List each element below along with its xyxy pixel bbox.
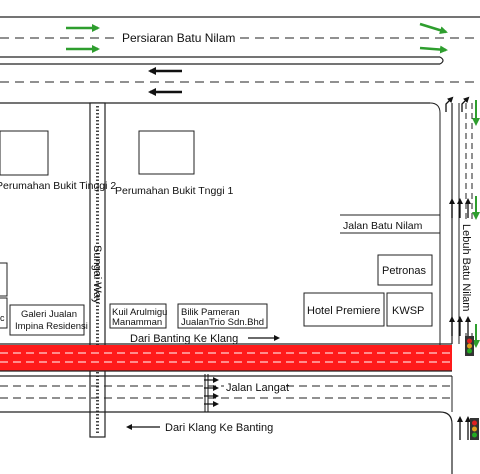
- bukit-tinggi-1-label: Perumahan Bukit Tnggi 1: [115, 185, 233, 197]
- traffic-signal-lower: [470, 418, 479, 440]
- kwsp-label: KWSP: [392, 305, 424, 317]
- galeri-jualan-label-1: Galeri Jualan: [21, 309, 77, 320]
- jalan-langat-label: Jalan Langat: [226, 382, 289, 394]
- jalan-batu-nilam-label: Jalan Batu Nilam: [343, 220, 423, 232]
- hotel-premiere-label: Hotel Premiere: [307, 305, 380, 317]
- turn-arrow-right-2: [461, 96, 470, 112]
- bukit-tinggi-2-block: [0, 130, 49, 176]
- commercial-block-outline: [105, 102, 441, 349]
- traffic-signal-upper: [465, 336, 474, 356]
- turn-arrow-right-1: [445, 96, 454, 112]
- persiaran-batu-nilam-road: [0, 16, 480, 104]
- persiaran-label-bg: [118, 29, 238, 45]
- jalan-langat-corner: [439, 411, 453, 474]
- jalan-batu-nilam-bg: [341, 218, 433, 231]
- kuil-label-2: Manamman: [112, 317, 162, 328]
- green-arrow-east-3: [419, 22, 448, 35]
- persiaran-batu-nilam-label: Persiaran Batu Nilam: [122, 31, 235, 45]
- left-edge-building-2: [0, 297, 8, 329]
- kuil-label-1: Kuil Arulmigu: [112, 307, 167, 318]
- bukit-tinggi-2-label: Perumahan Bukit Tinggi 2: [0, 180, 116, 192]
- crossing-arrows: [204, 374, 219, 412]
- congestion-band: [0, 345, 452, 371]
- bilik-pameran-label-2: JualanTrio Sdn.Bhd: [181, 317, 264, 328]
- kwsp-building: [386, 292, 433, 327]
- kuil-building: [109, 303, 167, 329]
- banting-to-klang-label: Dari Banting Ke Klang: [130, 333, 238, 345]
- left-edge-building-1: [0, 262, 8, 297]
- bilik-pameran-building: [177, 303, 268, 329]
- petronas-building: [377, 254, 433, 286]
- jalan-langat-label-bg: [224, 380, 282, 393]
- sungai-way-label: Sungai Way: [91, 245, 103, 304]
- green-arrow-east-4: [419, 45, 448, 54]
- petronas-label: Petronas: [382, 265, 427, 277]
- klang-to-banting-label: Dari Klang Ke Banting: [165, 422, 273, 434]
- lebuh-batu-nilam-label-bg: [461, 222, 475, 330]
- galeri-jualan-building: [9, 304, 85, 336]
- galeri-jualan-label-2: Impina Residensi: [15, 321, 88, 332]
- bukit-tinggi-1-block: [138, 130, 195, 175]
- left-edge-fragment-label: c: [0, 313, 5, 323]
- hotel-premiere-building: [303, 292, 385, 327]
- lebuh-batu-nilam-label: Lebuh Batu Nilam: [460, 224, 472, 311]
- bilik-pameran-label-1: Bilik Pameran: [181, 307, 240, 318]
